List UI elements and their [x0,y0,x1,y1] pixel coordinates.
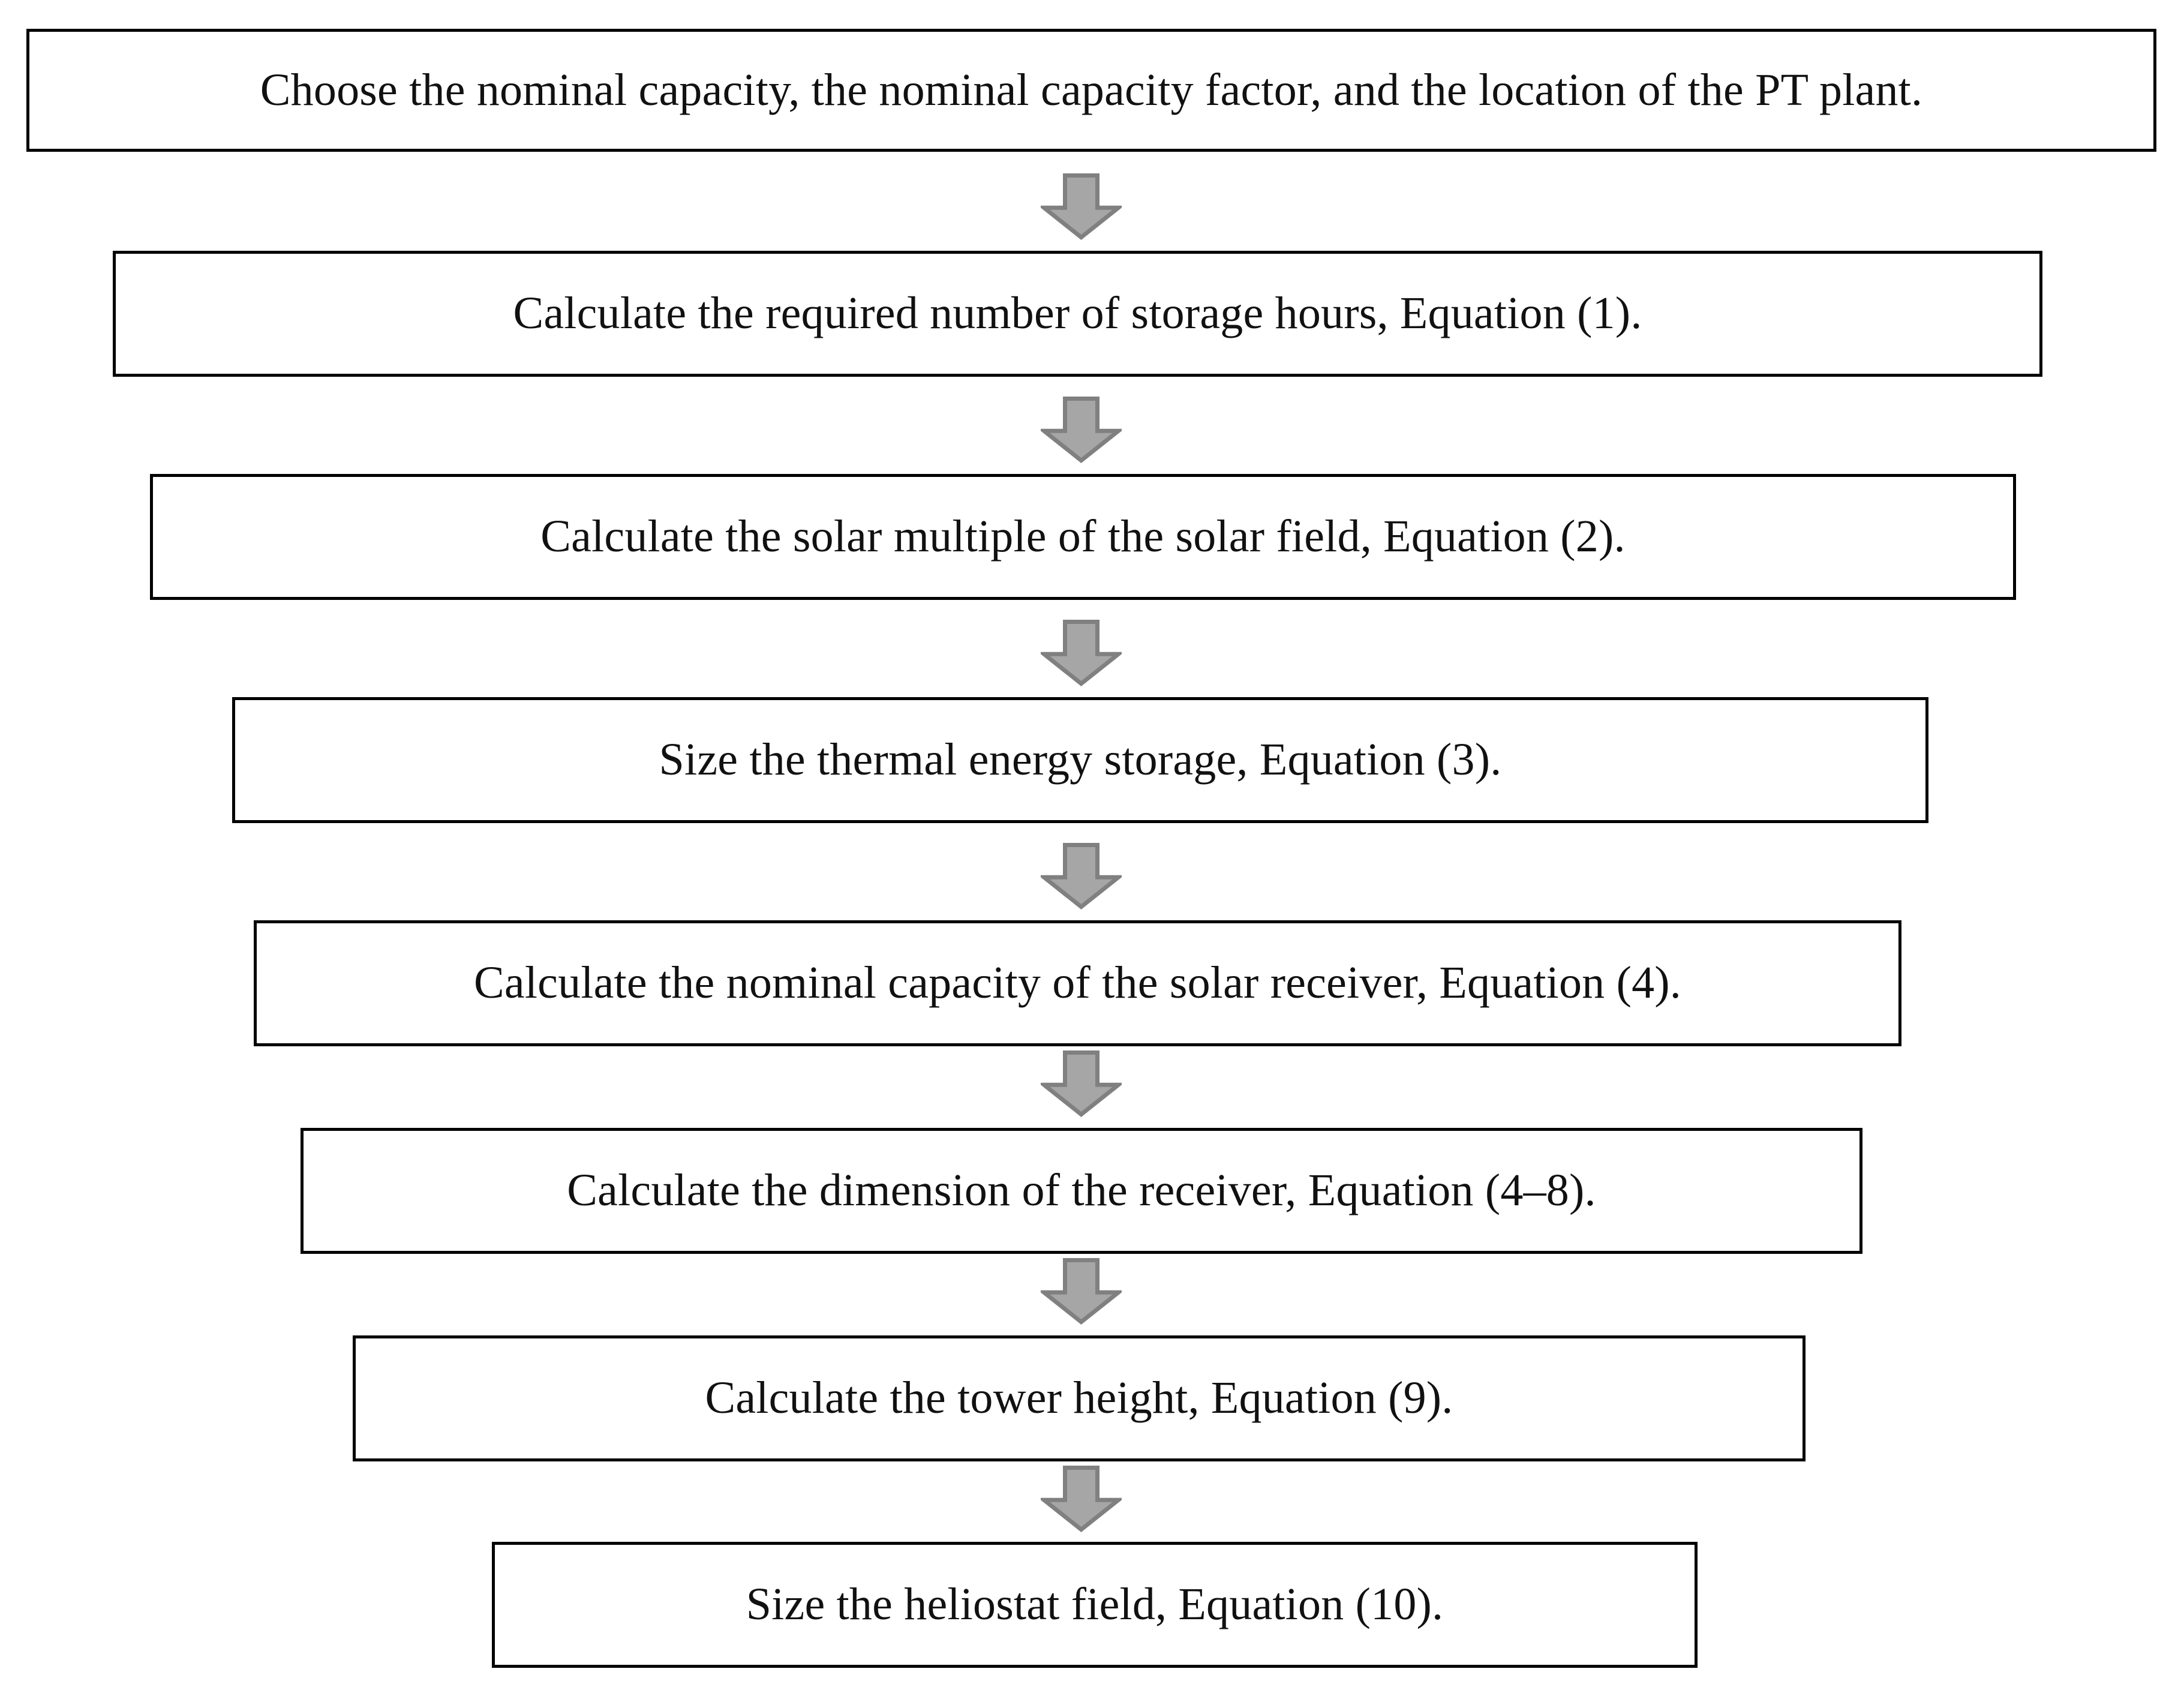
down-arrow-icon [1041,1050,1122,1117]
flow-step-label-8: Size the heliostat field, Equation (10). [746,1579,1444,1630]
down-arrow-icon [1041,173,1122,240]
down-arrow-icon [1041,1465,1122,1532]
flow-step-label-1: Choose the nominal capacity, the nominal… [260,64,1923,115]
down-arrow-icon [1041,842,1122,909]
flow-step-box-8: Size the heliostat field, Equation (10). [492,1542,1698,1668]
flow-step-label-7: Calculate the tower height, Equation (9)… [705,1373,1453,1424]
down-arrow-icon [1041,619,1122,686]
flow-step-label-5: Calculate the nominal capacity of the so… [474,957,1681,1008]
flow-step-box-5: Calculate the nominal capacity of the so… [254,920,1901,1046]
flow-step-box-4: Size the thermal energy storage, Equatio… [232,697,1928,823]
flow-step-box-1: Choose the nominal capacity, the nominal… [26,29,2156,152]
flow-step-label-4: Size the thermal energy storage, Equatio… [659,734,1502,785]
flow-step-box-3: Calculate the solar multiple of the sola… [150,474,2016,600]
flow-step-label-2: Calculate the required number of storage… [513,288,1642,339]
flow-step-box-7: Calculate the tower height, Equation (9)… [353,1335,1806,1461]
down-arrow-icon [1041,396,1122,463]
flow-step-label-3: Calculate the solar multiple of the sola… [540,511,1626,562]
flow-step-label-6: Calculate the dimension of the receiver,… [567,1165,1596,1216]
flow-step-box-6: Calculate the dimension of the receiver,… [301,1128,1862,1254]
flow-step-box-2: Calculate the required number of storage… [113,251,2042,377]
down-arrow-icon [1041,1257,1122,1325]
